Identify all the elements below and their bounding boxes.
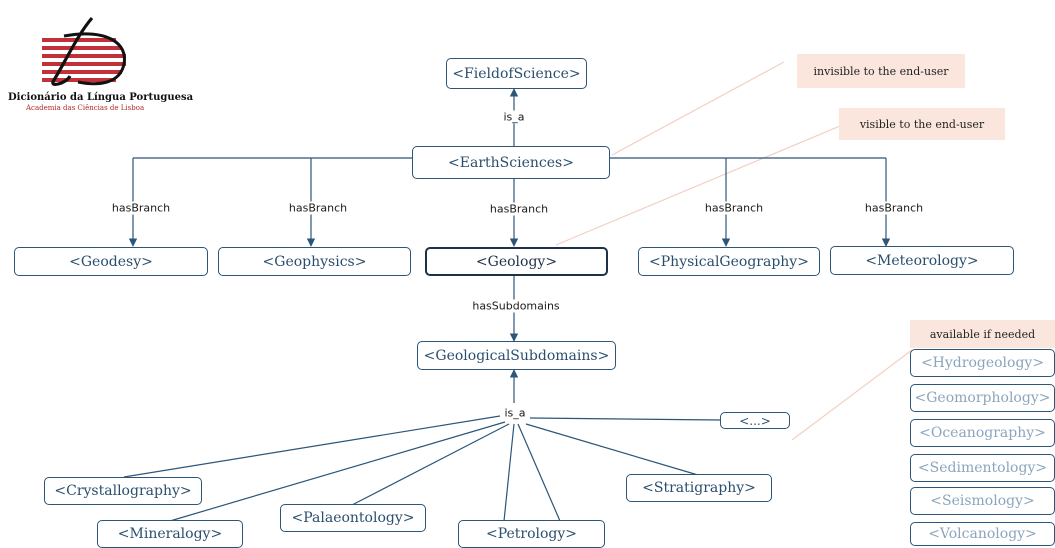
node-oceanography[interactable]: <Oceanography> [910, 419, 1055, 447]
edge-label-hasbranch-physgeo: hasBranch [701, 201, 767, 215]
edge-label-hasbranch-geology: hasBranch [486, 202, 552, 216]
edge-label-isa-hub: is_a [501, 406, 529, 420]
node-crystallography[interactable]: <Crystallography> [44, 477, 202, 505]
fan-mineralogy [169, 421, 506, 522]
node-hydrogeology[interactable]: <Hydrogeology> [910, 349, 1055, 377]
edge-label-hasbranch-meteorology: hasBranch [861, 201, 927, 215]
node-etc[interactable]: <...> [720, 412, 790, 429]
edge-label-hassubdomains: hasSubdomains [469, 299, 563, 313]
node-palaeontology[interactable]: <Palaeontology> [280, 504, 426, 532]
node-sedimentology[interactable]: <Sedimentology> [910, 454, 1055, 482]
node-meteorology[interactable]: <Meteorology> [830, 246, 1014, 275]
fan-etc [529, 417, 721, 421]
node-mineralogy[interactable]: <Mineralogy> [97, 520, 243, 548]
node-geomorphology[interactable]: <Geomorphology> [910, 384, 1055, 412]
node-geodesy[interactable]: <Geodesy> [14, 247, 208, 276]
fan-petrology [503, 423, 515, 522]
note-available: available if needed [910, 320, 1055, 348]
pointer-line-visible [555, 125, 841, 246]
edge-label-isa-top: is_a [500, 110, 528, 124]
edge-label-hasbranch-geodesy: hasBranch [108, 201, 174, 215]
fan-petrology-2 [517, 423, 561, 522]
edge-label-hasbranch-geophysics: hasBranch [285, 201, 351, 215]
node-volcanology[interactable]: <Volcanology> [910, 522, 1055, 546]
node-field-of-science[interactable]: <FieldofScience> [446, 58, 587, 89]
logo-subtitle: Academia das Ciências de Lisboa [26, 104, 145, 112]
pointer-line-invisible [611, 61, 785, 156]
node-geological-subdomains[interactable]: <GeologicalSubdomains> [417, 341, 616, 370]
note-visible: visible to the end-user [839, 108, 1005, 140]
pointer-line-available [791, 349, 913, 441]
node-geology[interactable]: <Geology> [425, 247, 608, 276]
node-physical-geography[interactable]: <PhysicalGeography> [638, 247, 820, 276]
fan-crystallography [123, 415, 501, 478]
node-stratigraphy[interactable]: <Stratigraphy> [626, 474, 772, 502]
fan-stratigraphy [525, 423, 699, 476]
node-seismology[interactable]: <Seismology> [910, 487, 1055, 515]
node-petrology[interactable]: <Petrology> [458, 520, 605, 548]
note-invisible: invisible to the end-user [797, 54, 965, 88]
node-geophysics[interactable]: <Geophysics> [218, 247, 411, 276]
logo-dlp [42, 16, 126, 86]
node-earth-sciences[interactable]: <EarthSciences> [412, 146, 610, 179]
logo-name: Dicionário da Língua Portuguesa [8, 92, 194, 103]
fan-palaeontology [351, 423, 510, 506]
